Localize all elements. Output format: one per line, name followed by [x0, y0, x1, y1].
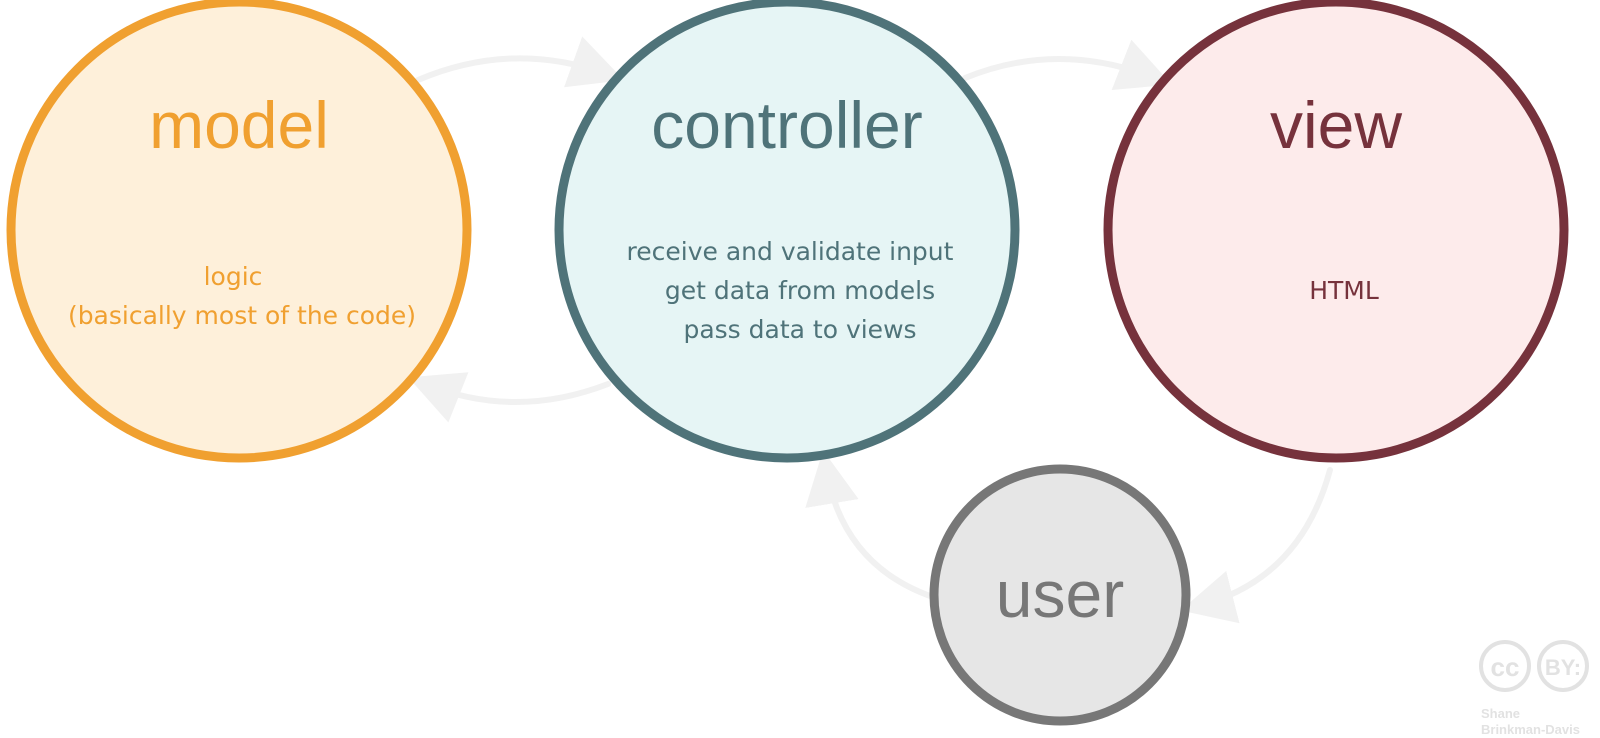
arrow-controller-to-view: [962, 39, 1172, 91]
cc-icon-label: cc: [1491, 652, 1520, 682]
by-icon: [1537, 640, 1589, 692]
arrow-user-to-controller: [805, 450, 945, 603]
connectors: [408, 36, 1333, 624]
cc-icon: [1479, 640, 1531, 692]
controller-node: controller receive and validate input ge…: [554, 0, 1020, 463]
model-line-1: logic: [204, 262, 263, 291]
arrow-controller-to-model: [408, 372, 611, 423]
arrow-model-to-controller: [415, 36, 624, 88]
model-line-2: (basically most of the code): [68, 301, 416, 330]
license-author-line-2: Brinkman-Davis: [1481, 722, 1580, 737]
view-circle: [1103, 0, 1569, 463]
controller-line-1: receive and validate input: [627, 237, 954, 266]
model-circle: [6, 0, 472, 463]
view-line-1: HTML: [1309, 276, 1379, 305]
license-badge: cc BY: Shane Brinkman-Davis: [1479, 640, 1589, 737]
model-node: model logic (basically most of the code): [6, 0, 472, 463]
controller-title: controller: [651, 88, 922, 162]
arrow-view-to-user: [1180, 467, 1333, 624]
license-author-line-1: Shane: [1481, 706, 1520, 721]
user-circle: [929, 464, 1191, 726]
controller-circle: [554, 0, 1020, 463]
model-title: model: [149, 88, 329, 162]
controller-line-3: pass data to views: [683, 315, 916, 344]
controller-line-2: get data from models: [665, 276, 935, 305]
user-node: user: [929, 464, 1191, 726]
view-node: view HTML: [1103, 0, 1569, 463]
by-icon-label: BY:: [1545, 655, 1581, 680]
user-title: user: [996, 557, 1124, 631]
view-title: view: [1270, 88, 1402, 162]
